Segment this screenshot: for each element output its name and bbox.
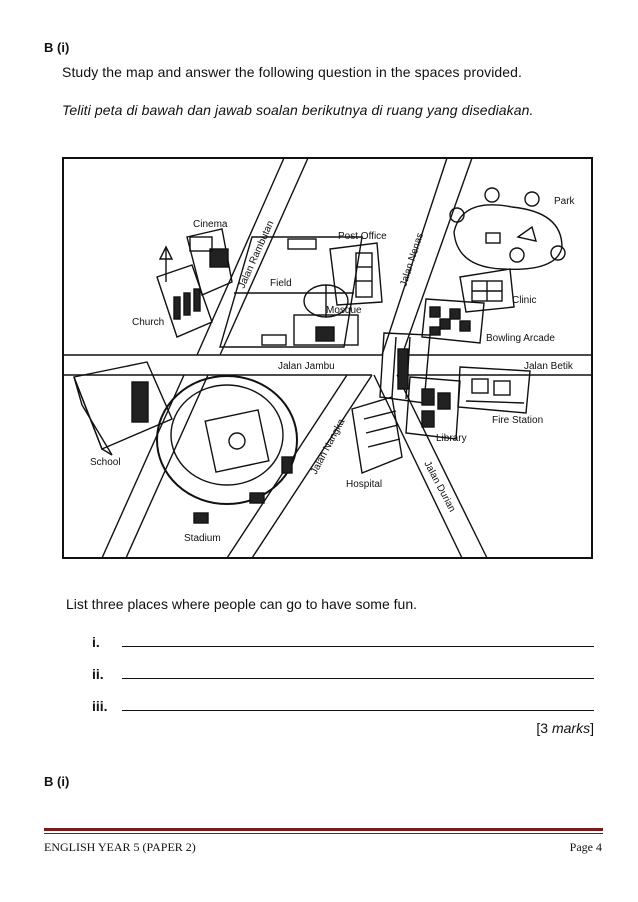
footer-rule-thin xyxy=(44,833,603,834)
section-label-bottom: B (i) xyxy=(44,774,70,789)
page-number: Page 4 xyxy=(569,840,602,854)
hospital-building xyxy=(351,396,403,474)
park xyxy=(449,187,566,271)
answer-line-3[interactable] xyxy=(122,710,594,711)
field xyxy=(219,236,363,348)
mosque-building xyxy=(293,284,359,346)
answer-number-2: ii. xyxy=(92,666,104,682)
label-bowling-arcade: Bowling Arcade xyxy=(486,333,555,344)
label-hospital: Hospital xyxy=(346,479,382,490)
instruction-malay: Teliti peta di bawah dan jawab soalan be… xyxy=(62,102,534,118)
library-building xyxy=(405,376,461,440)
church-building xyxy=(156,245,213,338)
label-park: Park xyxy=(554,196,576,207)
bowling-arcade-building xyxy=(421,298,485,344)
school-building xyxy=(73,361,173,456)
road-jalan-nangka xyxy=(226,374,373,559)
answer-line-2[interactable] xyxy=(122,678,594,679)
label-stadium: Stadium xyxy=(184,533,221,544)
footer-rule xyxy=(44,828,603,831)
answer-line-1[interactable] xyxy=(122,646,594,647)
label-field: Field xyxy=(270,278,292,289)
road-jalan-durian xyxy=(373,374,488,559)
question-text: List three places where people can go to… xyxy=(66,596,417,612)
road-jalan-nenas xyxy=(381,157,473,356)
marks-word: marks xyxy=(551,720,591,736)
marks-close: ] xyxy=(590,720,594,736)
label-library: Library xyxy=(436,433,467,444)
cinema-building xyxy=(186,228,233,296)
label-clinic: Clinic xyxy=(512,295,536,306)
label-jalan-betik: Jalan Betik xyxy=(524,361,574,372)
label-jalan-jambu: Jalan Jambu xyxy=(278,361,335,372)
marks-open: [3 xyxy=(536,720,552,736)
section-label-top: B (i) xyxy=(44,40,70,55)
road-jalan-jambu xyxy=(63,354,592,376)
label-post-office: Post Office xyxy=(338,231,387,242)
post-office-building xyxy=(329,242,383,306)
label-church: Church xyxy=(132,317,164,328)
label-fire-station: Fire Station xyxy=(492,415,543,426)
stadium xyxy=(156,375,298,524)
town-map: Cinema Post Office Park Field Church Mos… xyxy=(62,157,593,559)
fire-station-building xyxy=(457,366,531,414)
marks-label: [3 marks] xyxy=(536,720,594,736)
label-cinema: Cinema xyxy=(193,219,228,230)
label-mosque: Mosque xyxy=(326,305,362,316)
label-jalan-nangka: Jalan Nangka xyxy=(309,417,348,477)
clinic-building xyxy=(459,268,515,313)
label-school: School xyxy=(90,457,121,468)
instruction-english: Study the map and answer the following q… xyxy=(62,64,523,80)
label-jalan-nenas: Jalan Nenas xyxy=(398,232,426,288)
road-jalan-rambutan xyxy=(101,157,309,559)
footer-title: ENGLISH YEAR 5 (PAPER 2) xyxy=(44,840,196,854)
answer-number-3: iii. xyxy=(92,698,108,714)
answer-number-1: i. xyxy=(92,634,100,650)
map-frame xyxy=(62,157,593,559)
